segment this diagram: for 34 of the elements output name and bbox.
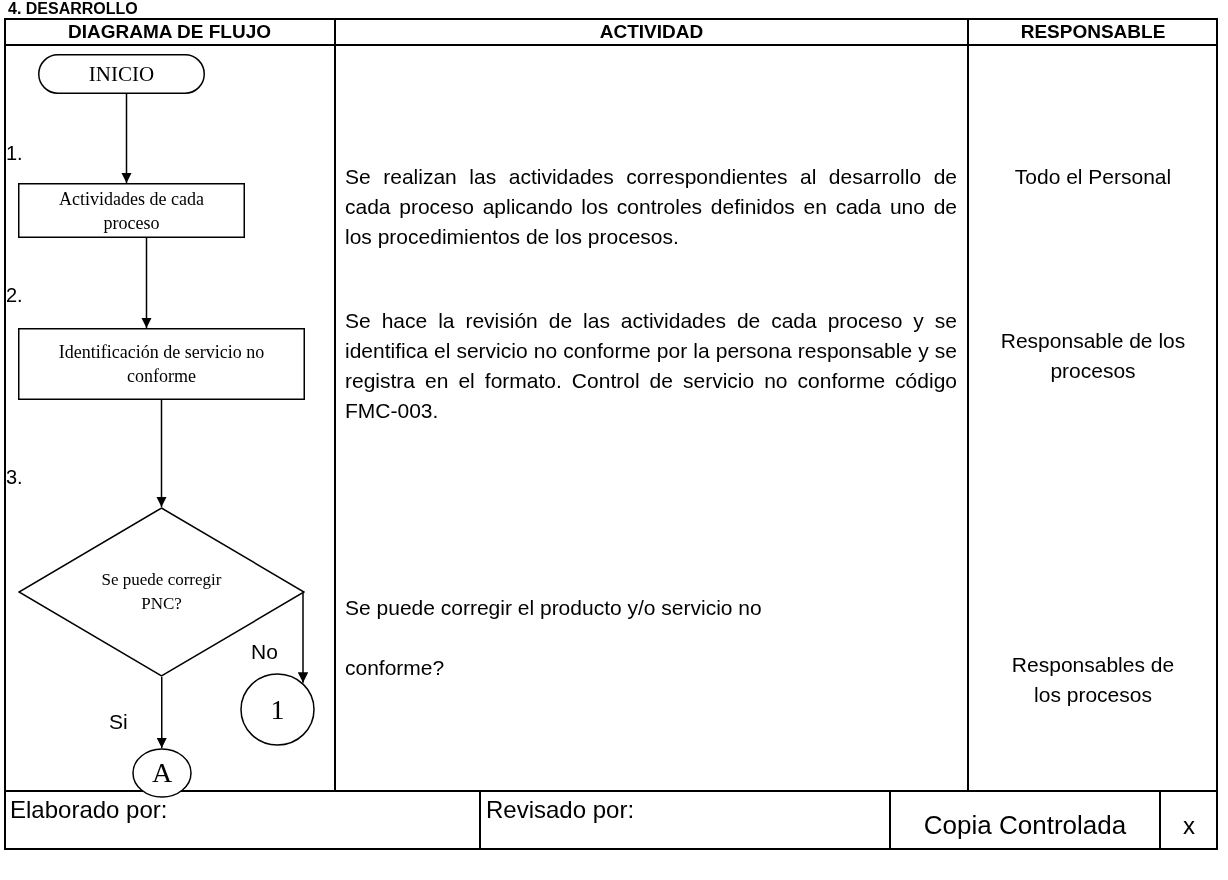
table-text: 3. (6, 465, 24, 490)
node-label: Actividades de cada proceso (58, 187, 205, 235)
node-label: INICIO (87, 62, 156, 86)
process-box (18, 183, 245, 238)
arrow (156, 676, 167, 749)
process-box (18, 328, 305, 400)
table-text: Se realizan las actividades correspondientes al desarrollo de cada proceso aplicando los controles definidos en cada uno de los procedimientos de los procesos. (345, 164, 957, 250)
connector-circle (132, 748, 192, 798)
table-text: 1. (6, 141, 24, 166)
table-text: DIAGRAMA DE FLUJO (67, 20, 272, 44)
section-title: 4. DESARROLLO (8, 0, 138, 18)
node-label: Se puede corregir PNC? (100, 569, 223, 615)
table-text: ACTIVIDAD (598, 20, 705, 44)
table-text: x (1182, 811, 1196, 841)
connector-circle (240, 673, 315, 746)
table-text: Se puede corregir el producto y/o servicio no conforme? (345, 595, 763, 681)
node-label: A (150, 761, 174, 785)
table-text: Copia Controlada (922, 809, 1128, 842)
table-text: Todo el Personal (1013, 164, 1173, 190)
arrow (121, 93, 132, 184)
node-label: Identificación de servicio no conforme (57, 341, 266, 388)
table-text: RESPONSABLE (1019, 20, 1167, 44)
arrow (297, 591, 309, 684)
table-text: Revisado por: (486, 795, 636, 825)
node-label: 1 (269, 697, 286, 722)
table-text: Se hace la revisión de las actividades de cada proceso y se identifica el servicio no conforme por la persona responsable y se registra en el formato. Control de servicio no conforme código FMC-003. (345, 308, 957, 424)
table-text: Responsable de los procesos (999, 328, 1187, 384)
arrow (156, 399, 167, 508)
table-text: 2. (6, 283, 24, 308)
decision-diamond (18, 507, 305, 677)
table-text: Responsables de los procesos (1010, 652, 1176, 708)
start-terminal (38, 54, 205, 94)
arrow (141, 237, 152, 329)
table-text: Elaborado por: (10, 795, 169, 825)
